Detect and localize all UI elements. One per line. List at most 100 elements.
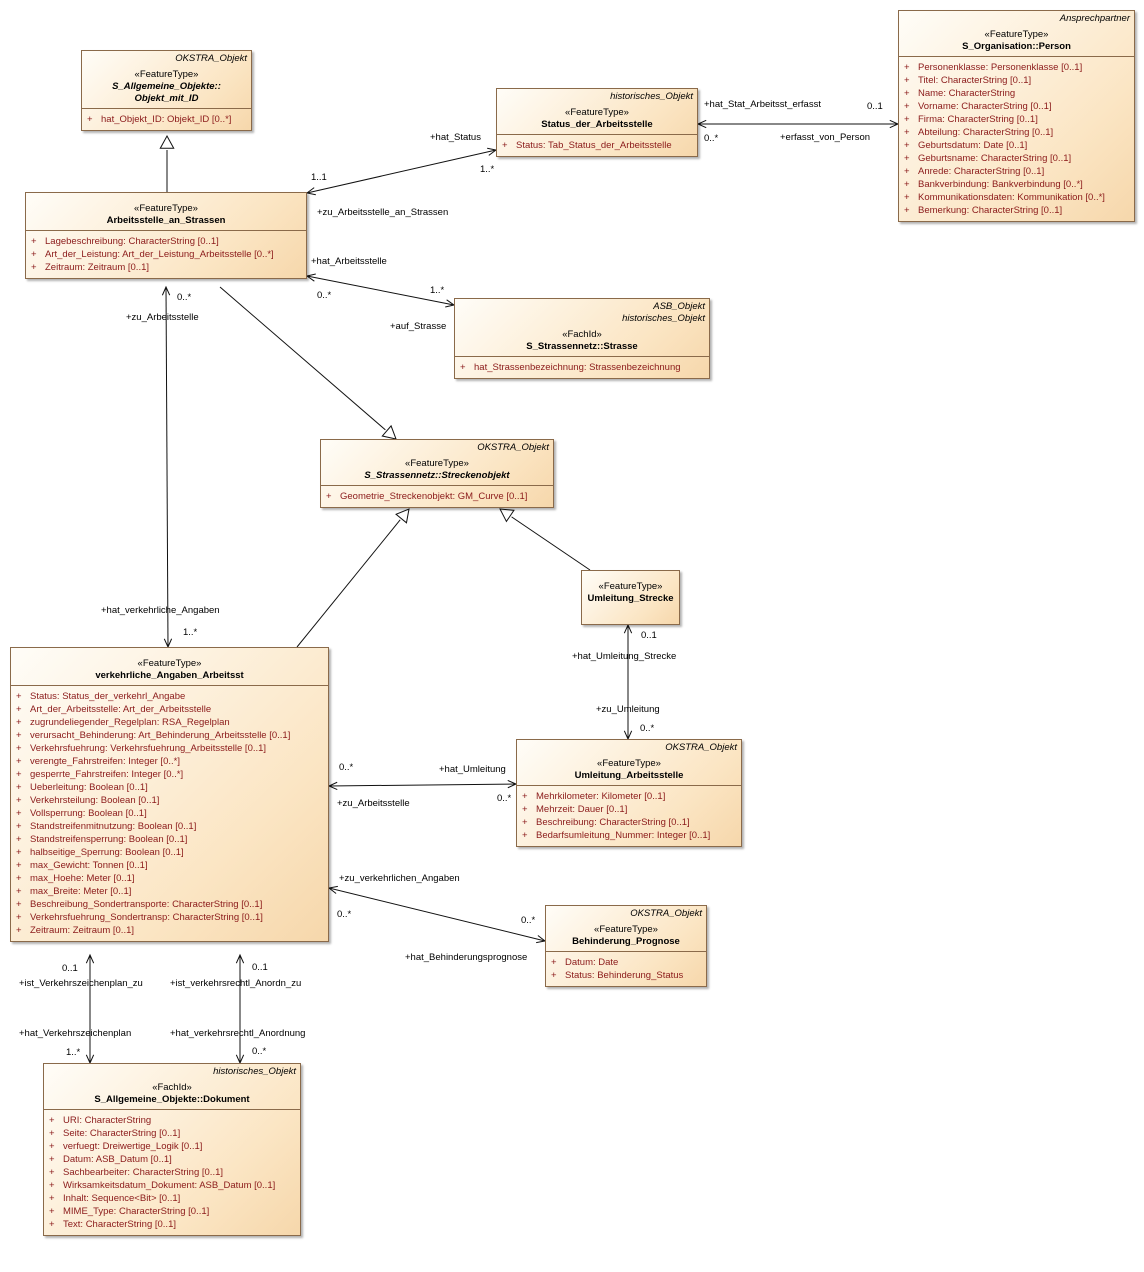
attribute-row: +verfuegt: Dreiwertige_Logik [0..1] xyxy=(49,1140,296,1153)
class-box-verkehrliche[interactable]: «FeatureType»verkehrliche_Angaben_Arbeit… xyxy=(10,647,329,942)
class-box-person[interactable]: Ansprechpartner «FeatureType»S_Organisati… xyxy=(898,10,1135,222)
connector-label-m-hat-uml-0n-left: 0..* xyxy=(339,762,354,773)
attribute-row: +Personenklasse: Personenklasse [0..1] xyxy=(904,61,1130,74)
visibility-marker: + xyxy=(16,782,22,793)
visibility-marker: + xyxy=(31,262,37,273)
attribute-text: Zeitraum: Zeitraum [0..1] xyxy=(30,925,135,936)
attribute-row: + Mehrkilometer: Kilometer [0..1] xyxy=(522,790,737,803)
assoc-verkehrliche-behinderung-arrow-start xyxy=(327,885,338,894)
class-stereotype: «FeatureType» xyxy=(134,203,198,214)
visibility-marker: + xyxy=(16,743,22,754)
class-box-umleitung-strecke[interactable]: «FeatureType»Umleitung_Strecke xyxy=(581,570,680,625)
class-header: OKSTRA_Objekt«FeatureType»Behinderung_Pr… xyxy=(546,906,706,951)
attribute-list: +hat_Strassenbezeichnung: Strassenbezeic… xyxy=(455,356,709,378)
attribute-row: +Verkehrsteilung: Boolean [0..1] xyxy=(16,794,324,807)
attribute-list: +Geometrie_Streckenobjekt: GM_Curve [0..… xyxy=(321,485,553,507)
assoc-arbeitsstelle-status xyxy=(306,149,497,194)
connector-label-m-person-01: 0..1 xyxy=(867,101,883,112)
class-name: S_Organisation::Person xyxy=(962,41,1071,52)
connector-label-m-beh-0n-left: 0..* xyxy=(337,909,352,920)
visibility-marker: + xyxy=(904,127,910,138)
attribute-row: +gesperrte_Fahrstreifen: Integer [0..*] xyxy=(16,768,324,781)
class-box-behinderung[interactable]: OKSTRA_Objekt«FeatureType»Behinderung_Pr… xyxy=(545,905,707,987)
attribute-list: + Mehrkilometer: Kilometer [0..1]+Mehrzei… xyxy=(517,785,741,846)
connector-label-hat-status: +hat_Status xyxy=(430,132,481,143)
visibility-marker: + xyxy=(16,730,22,741)
class-tag: OKSTRA_Objekt xyxy=(665,742,737,753)
visibility-marker: + xyxy=(31,249,37,260)
class-header: OKSTRA_Objekt«FeatureType»Umleitung_Arbe… xyxy=(517,740,741,785)
visibility-marker: + xyxy=(551,970,557,981)
connector-label-zu-arbeitsstelle: +zu_Arbeitsstelle xyxy=(126,312,199,323)
connector-label-hat-verkehrliche-angaben: +hat_verkehrliche_Angaben xyxy=(101,605,220,616)
visibility-marker: + xyxy=(49,1167,55,1178)
class-stereotype: «FeatureType» xyxy=(984,29,1049,40)
attribute-row: +Datum: ASB_Datum [0..1] xyxy=(49,1153,296,1166)
class-box-arbeitsstelle[interactable]: «FeatureType»Arbeitsstelle_an_Strassen +L… xyxy=(25,192,307,279)
attribute-text: halbseitige_Sperrung: Boolean [0..1] xyxy=(30,847,184,858)
class-tag: Ansprechpartner xyxy=(1059,13,1130,24)
class-tag: ASB_Objekt xyxy=(653,301,705,312)
class-name: S_Strassennetz::Strasse xyxy=(526,341,638,352)
class-box-dokument[interactable]: historisches_Objekt«FachId»S_Allgemeine_… xyxy=(43,1063,301,1236)
attribute-text: Mehrzeit: Dauer [0..1] xyxy=(536,804,628,815)
attribute-text: Verkehrsteilung: Boolean [0..1] xyxy=(30,795,160,806)
attribute-list: +Lagebeschreibung: CharacterString [0..1… xyxy=(26,230,306,278)
attribute-text: Vorname: CharacterString [0..1] xyxy=(918,101,1052,112)
connector-label-m-vzp-1n: 1..* xyxy=(66,1047,81,1058)
class-box-objekt-mit-id[interactable]: OKSTRA_Objekt«FeatureType»S_Allgemeine_O… xyxy=(81,50,252,131)
attribute-list: +Status: Tab_Status_der_Arbeitsstelle xyxy=(497,134,697,156)
visibility-marker: + xyxy=(904,114,910,125)
attribute-text: Abteilung: CharacterString [0..1] xyxy=(918,127,1054,138)
attribute-text: Seite: CharacterString [0..1] xyxy=(63,1128,181,1139)
attribute-text: verengte_Fahrstreifen: Integer [0..*] xyxy=(30,756,180,767)
attribute-text: Beschreibung_Sondertransporte: Character… xyxy=(30,899,263,910)
class-header: OKSTRA_Objekt«FeatureType»S_Strassennetz… xyxy=(321,440,553,485)
attribute-text: zugrundeliegender_Regelplan: RSA_Regelpl… xyxy=(30,717,230,728)
visibility-marker: + xyxy=(904,192,910,203)
attribute-row: +Mehrzeit: Dauer [0..1] xyxy=(522,803,737,816)
visibility-marker: + xyxy=(49,1193,55,1204)
attribute-row: +Beschreibung: CharacterString [0..1] xyxy=(522,816,737,829)
attribute-text: gesperrte_Fahrstreifen: Integer [0..*] xyxy=(30,769,184,780)
attribute-row: +zugrundeliegender_Regelplan: RSA_Regelp… xyxy=(16,716,324,729)
connector-label-m-ums-01: 0..1 xyxy=(641,630,657,641)
class-box-status[interactable]: historisches_Objekt«FeatureType»Status_d… xyxy=(496,88,698,157)
visibility-marker: + xyxy=(49,1154,55,1165)
class-box-umleitung-arbeitsstelle[interactable]: OKSTRA_Objekt«FeatureType»Umleitung_Arbe… xyxy=(516,739,742,847)
connector-label-m-uma-0n: 0..* xyxy=(640,723,655,734)
visibility-marker: + xyxy=(16,847,22,858)
assoc-verkehrliche-umleitung-arrow-start xyxy=(327,781,338,791)
visibility-marker: + xyxy=(16,925,22,936)
visibility-marker: + xyxy=(904,179,910,190)
class-stereotype: «FeatureType» xyxy=(137,658,202,669)
visibility-marker: + xyxy=(522,791,528,802)
attribute-row: +Seite: CharacterString [0..1] xyxy=(49,1127,296,1140)
attribute-text: Mehrkilometer: Kilometer [0..1] xyxy=(536,791,666,802)
attribute-row: + halbseitige_Sperrung: Boolean [0..1] xyxy=(16,846,324,859)
class-name: Arbeitsstelle_an_Strassen xyxy=(106,215,226,226)
gen-verkehrliche-streckenobjekt xyxy=(296,519,401,648)
connector-label-ist-verkehrsrechtl-anordn-zu: +ist_verkehrsrechtl_Anordn_zu xyxy=(170,978,302,989)
attribute-list: +hat_Objekt_ID: Objekt_ID [0..*] xyxy=(82,108,251,130)
gen-arbeitsstelle-objekt-mit-id-triangle xyxy=(159,134,175,149)
class-box-streckenobjekt[interactable]: OKSTRA_Objekt«FeatureType»S_Strassennetz… xyxy=(320,439,554,508)
visibility-marker: + xyxy=(49,1180,55,1191)
gen-verkehrliche-streckenobjekt-triangle xyxy=(395,508,410,524)
visibility-marker: + xyxy=(16,808,22,819)
assoc-status-person-arrow-start xyxy=(696,119,707,129)
attribute-row: +Verkehrsfuehrung_Sondertransp: Characte… xyxy=(16,911,324,924)
attribute-text: Status: Status_der_verkehrl_Angabe xyxy=(30,691,186,702)
visibility-marker: + xyxy=(904,62,910,73)
connector-label-m-person-0n: 0..* xyxy=(704,133,719,144)
class-name: S_Allgemeine_Objekte:: xyxy=(112,81,221,92)
connector-label-hat-arbeitsstelle: +hat_Arbeitsstelle xyxy=(311,256,387,267)
class-stereotype: «FeatureType» xyxy=(134,69,199,80)
class-stereotype: «FeatureType» xyxy=(594,924,658,935)
attribute-text: Geometrie_Streckenobjekt: GM_Curve [0..1… xyxy=(340,491,528,502)
visibility-marker: + xyxy=(904,88,910,99)
connector-label-zu-verkehrlichen-angaben: +zu_verkehrlichen_Angaben xyxy=(339,873,460,884)
connector-label-m-strasse-0n: 0..* xyxy=(317,290,332,301)
visibility-marker: + xyxy=(16,756,22,767)
